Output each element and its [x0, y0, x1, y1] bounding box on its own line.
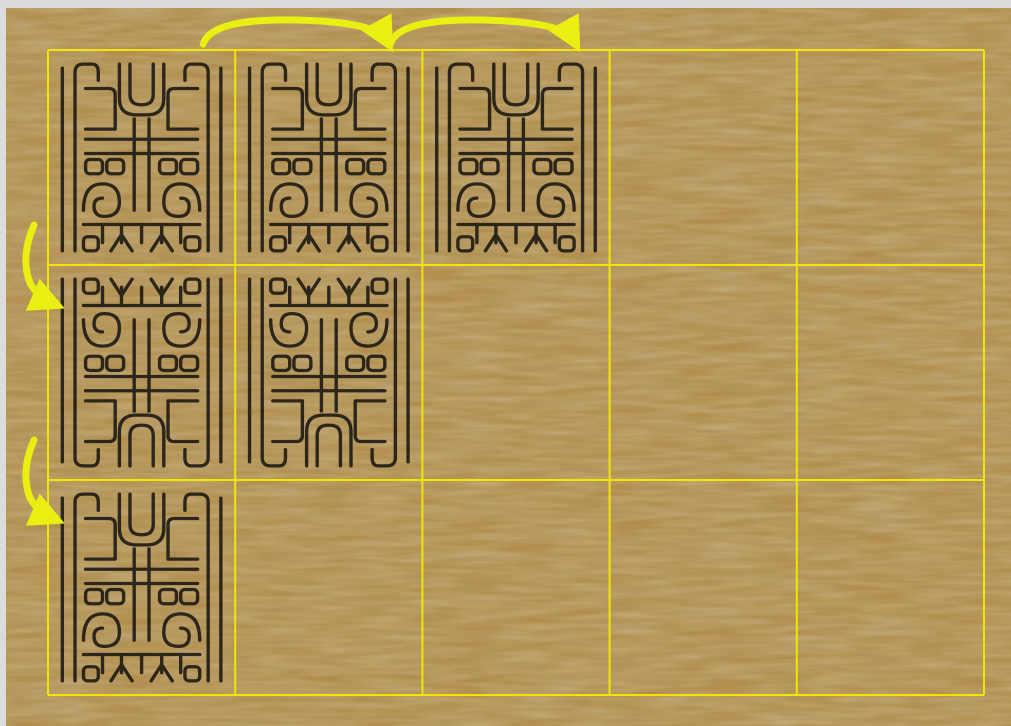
bark-cloth-board — [6, 8, 1011, 726]
